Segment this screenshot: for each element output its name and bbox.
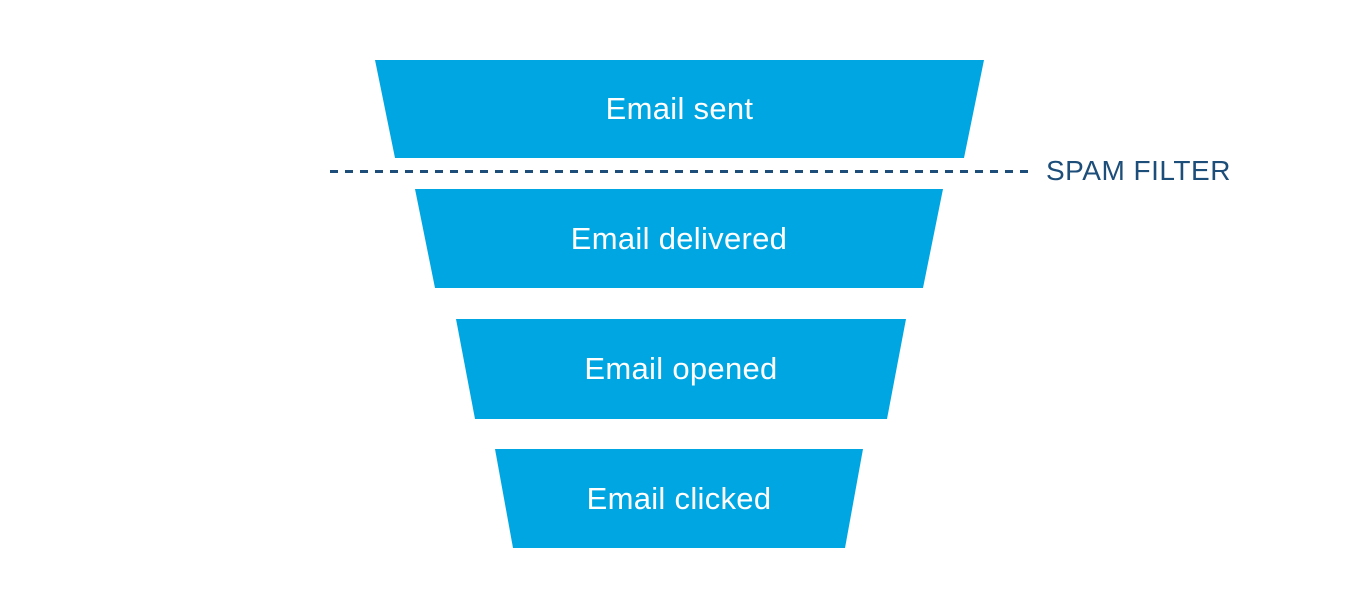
spam-filter-label: SPAM FILTER [1046,155,1231,186]
funnel-stage-email-delivered: Email delivered [415,189,943,288]
funnel-stage-email-opened-label: Email opened [584,351,778,386]
funnel-stage-email-clicked-label: Email clicked [586,480,772,516]
funnel-stage-email-sent-label: Email sent [605,91,754,126]
spam-filter-dashed-line [330,170,1028,173]
funnel-stage-email-clicked: Email clicked [495,449,863,548]
funnel-stage-email-delivered-label: Email delivered [570,220,788,256]
funnel-stage-email-sent: Email sent [375,60,984,158]
funnel-stage-email-opened: Email opened [456,319,906,419]
